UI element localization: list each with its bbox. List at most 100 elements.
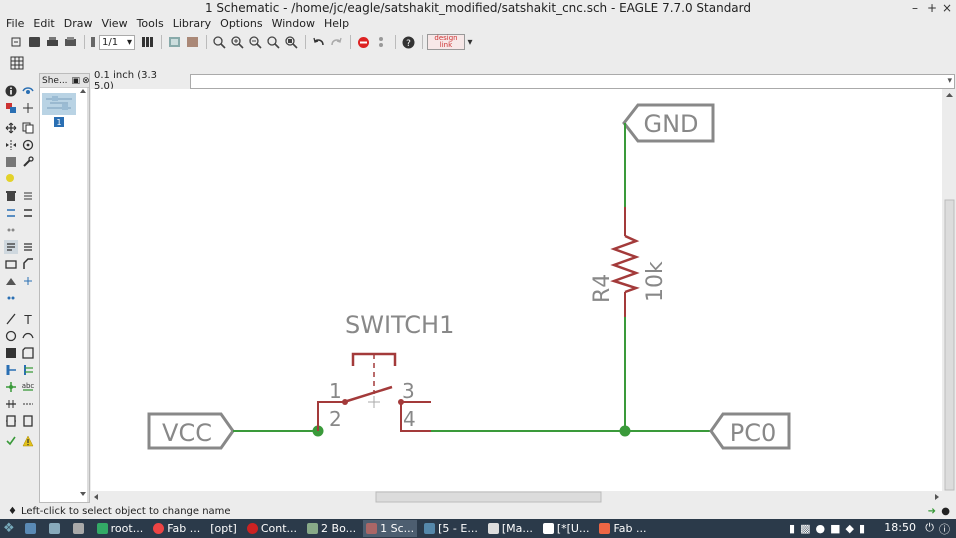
name-icon[interactable]	[4, 240, 18, 254]
taskbar-item[interactable]: Fab ...	[150, 520, 203, 537]
optimize-icon[interactable]	[4, 291, 18, 305]
gateswap-icon[interactable]	[4, 223, 18, 237]
taskbar-item[interactable]: 2 Bo...	[304, 520, 359, 537]
zoom-select-icon[interactable]	[283, 34, 299, 50]
taskbar-launcher[interactable]	[46, 520, 66, 537]
close-panel-icon[interactable]: ⊗	[82, 75, 90, 86]
taskbar-item[interactable]: [5 - E...	[421, 520, 481, 537]
junction-icon[interactable]	[4, 380, 18, 394]
help-icon[interactable]: ?	[400, 34, 416, 50]
dimension-icon[interactable]	[21, 397, 35, 411]
menu-view[interactable]: View	[101, 17, 128, 30]
chevron-down-icon[interactable]: ▾	[947, 76, 952, 86]
resistor-r4[interactable]: R4 10k	[590, 207, 668, 319]
zoom-in-icon[interactable]	[229, 34, 245, 50]
close-icon[interactable]: ×	[941, 1, 953, 15]
command-input[interactable]	[191, 76, 954, 89]
sheet-select[interactable]: 1/1 ▾	[99, 34, 135, 50]
add-icon[interactable]	[21, 189, 35, 203]
warning-icon[interactable]	[21, 434, 35, 448]
save-icon[interactable]	[26, 34, 42, 50]
value-icon[interactable]	[21, 240, 35, 254]
change-icon[interactable]	[21, 155, 35, 169]
board-icon[interactable]	[166, 34, 182, 50]
bus-icon[interactable]	[4, 363, 18, 377]
undo-icon[interactable]	[310, 34, 326, 50]
taskbar-item[interactable]: [*[U...	[540, 520, 593, 537]
polygon-icon[interactable]	[21, 346, 35, 360]
menu-library[interactable]: Library	[172, 17, 212, 30]
paste-icon[interactable]	[4, 172, 18, 186]
taskbar-item[interactable]: [Ma...	[485, 520, 536, 537]
vcc-label-symbol[interactable]: VCC	[147, 412, 235, 450]
miter-icon[interactable]	[21, 257, 35, 271]
mirror-icon[interactable]	[4, 138, 18, 152]
gnd-label-symbol[interactable]: GND	[622, 103, 715, 143]
menu-tools[interactable]: Tools	[136, 17, 164, 30]
delete-icon[interactable]	[4, 189, 18, 203]
stop-icon[interactable]	[355, 34, 371, 50]
sheets-panel-scrollbar[interactable]	[77, 87, 89, 503]
start-menu-button[interactable]: ❖	[0, 520, 18, 537]
minimize-icon[interactable]: –	[912, 1, 918, 15]
show-icon[interactable]	[21, 84, 35, 98]
print-icon[interactable]	[44, 34, 60, 50]
canvas-horizontal-scrollbar[interactable]	[91, 491, 942, 503]
taskbar-item[interactable]: 1 Sc...	[363, 520, 418, 537]
copy-icon[interactable]	[21, 121, 35, 135]
taskbar-item[interactable]: Fab ...	[596, 520, 649, 537]
use-icon[interactable]	[139, 34, 155, 50]
taskbar-item[interactable]: [opt]	[207, 520, 240, 537]
pinswap-icon[interactable]	[4, 206, 18, 220]
replace-icon[interactable]	[21, 206, 35, 220]
zoom-fit-icon[interactable]	[211, 34, 227, 50]
info-tray-icon[interactable]: ⓘ	[939, 523, 950, 536]
menu-file[interactable]: File	[6, 17, 25, 30]
layer-icon[interactable]	[184, 34, 200, 50]
pc0-label-symbol[interactable]: PC0	[709, 412, 791, 450]
maximize-icon[interactable]: +	[926, 1, 938, 15]
menu-draw[interactable]: Draw	[63, 17, 93, 30]
taskbar-item[interactable]: Cont...	[244, 520, 300, 537]
taskbar-item[interactable]: root...	[94, 520, 147, 537]
info-icon[interactable]	[4, 84, 18, 98]
sheet-thumbnail[interactable]	[42, 93, 76, 115]
menu-help[interactable]: Help	[323, 17, 350, 30]
chevron-down-icon[interactable]: ▾	[467, 36, 473, 48]
frame-icon[interactable]	[4, 414, 18, 428]
split-icon[interactable]	[4, 274, 18, 288]
attribute-icon[interactable]	[4, 397, 18, 411]
smash-icon[interactable]	[4, 257, 18, 271]
arc-icon[interactable]	[21, 329, 35, 343]
invoke-icon[interactable]	[21, 274, 35, 288]
power-icon[interactable]: ⏻	[925, 521, 934, 534]
redo-icon[interactable]	[328, 34, 344, 50]
schematic-canvas[interactable]: GND R4 10k VCC SWITC	[91, 89, 942, 491]
float-icon[interactable]: ▣	[71, 75, 81, 86]
text-icon[interactable]: T	[21, 312, 35, 326]
taskbar-launcher[interactable]	[22, 520, 42, 537]
erc-icon[interactable]	[4, 434, 18, 448]
rotate-icon[interactable]	[21, 138, 35, 152]
menu-edit[interactable]: Edit	[33, 17, 55, 30]
grid-icon[interactable]	[10, 56, 24, 70]
menu-options[interactable]: Options	[220, 17, 263, 30]
move-icon[interactable]	[4, 121, 18, 135]
mark-icon[interactable]	[21, 101, 35, 115]
net-icon[interactable]	[21, 363, 35, 377]
canvas-vertical-scrollbar[interactable]	[943, 89, 956, 491]
command-line[interactable]: ▾	[190, 74, 955, 89]
zoom-redraw-icon[interactable]	[265, 34, 281, 50]
zoom-out-icon[interactable]	[247, 34, 263, 50]
circle-icon[interactable]	[4, 329, 18, 343]
taskbar-launcher[interactable]	[70, 520, 90, 537]
open-icon[interactable]	[8, 34, 24, 50]
display-icon[interactable]	[4, 101, 18, 115]
design-link-button[interactable]: design link	[427, 34, 465, 50]
group-icon[interactable]	[4, 155, 18, 169]
wire-icon[interactable]	[4, 312, 18, 326]
cam-icon[interactable]	[62, 34, 78, 50]
menu-window[interactable]: Window	[271, 17, 315, 30]
frame2-icon[interactable]	[21, 414, 35, 428]
label-icon[interactable]: abc	[21, 380, 35, 394]
